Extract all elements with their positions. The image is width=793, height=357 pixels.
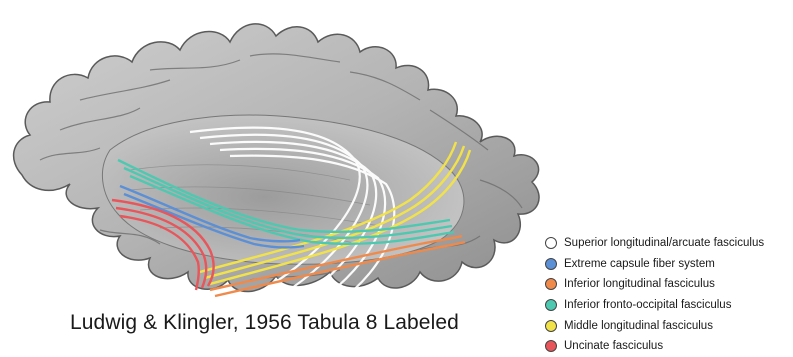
legend-item-extreme-capsule: Extreme capsule fiber system	[545, 254, 790, 275]
figure-caption: Ludwig & Klingler, 1956 Tabula 8 Labeled	[70, 311, 459, 335]
yellow-circle-swatch-icon	[545, 320, 557, 332]
legend-label: Inferior longitudinal fasciculus	[564, 278, 715, 290]
legend-item-inferior-longitudinal: Inferior longitudinal fasciculus	[545, 274, 790, 295]
legend-label: Superior longitudinal/arcuate fasciculus	[564, 237, 764, 249]
legend-label: Extreme capsule fiber system	[564, 258, 715, 270]
legend-label: Uncinate fasciculus	[564, 340, 663, 352]
legend-item-superior-longitudinal: Superior longitudinal/arcuate fasciculus	[545, 233, 790, 254]
white-circle-swatch-icon	[545, 237, 557, 249]
legend-label: Middle longitudinal fasciculus	[564, 320, 713, 332]
legend-item-inferior-fronto-occipital: Inferior fronto-occipital fasciculus	[545, 295, 790, 316]
red-circle-swatch-icon	[545, 340, 557, 352]
legend-label: Inferior fronto-occipital fasciculus	[564, 299, 731, 311]
teal-circle-swatch-icon	[545, 299, 557, 311]
orange-circle-swatch-icon	[545, 278, 557, 290]
legend-item-middle-longitudinal: Middle longitudinal fasciculus	[545, 315, 790, 336]
blue-circle-swatch-icon	[545, 258, 557, 270]
legend-item-uncinate: Uncinate fasciculus	[545, 336, 790, 357]
tract-legend: Superior longitudinal/arcuate fasciculus…	[545, 233, 790, 357]
